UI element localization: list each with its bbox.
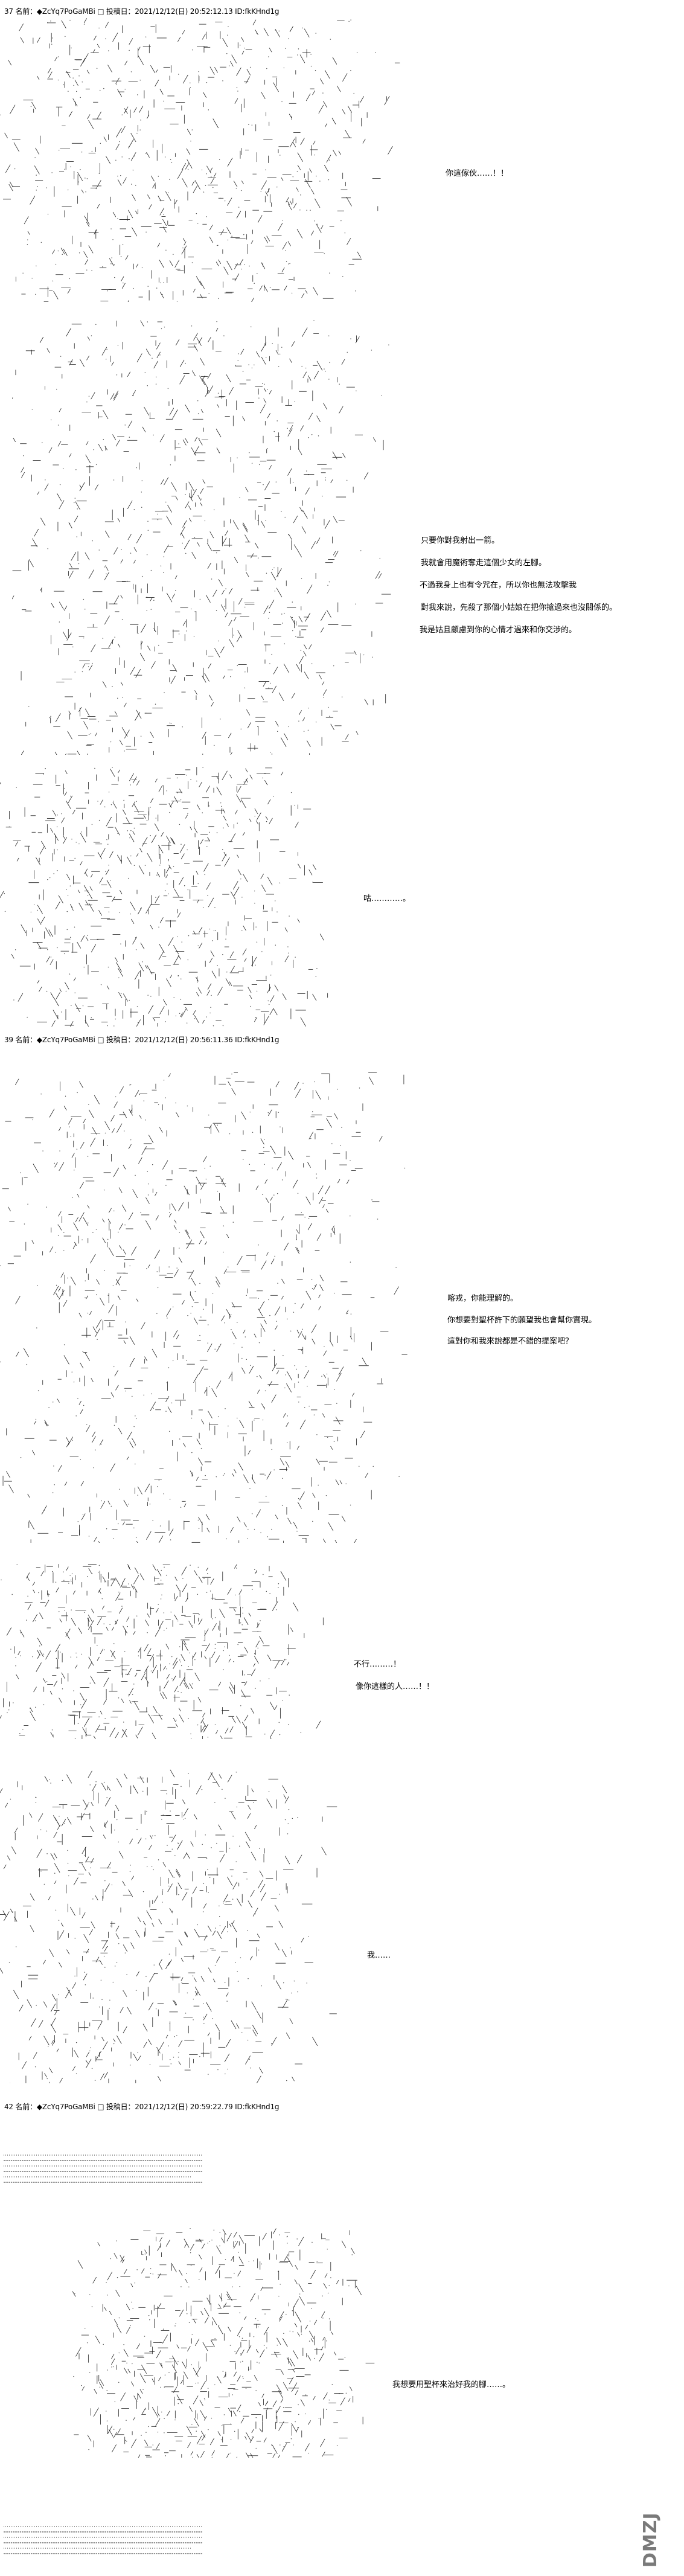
ascii-art-figure — [72, 2228, 375, 2458]
ascii-art-figure — [0, 18, 400, 302]
dialogue-line: 我就會用魔術奪走這個少女的左腳。 — [421, 559, 547, 568]
ascii-art-figure — [12, 320, 391, 755]
dmzj-watermark-logo: DMZJ — [640, 2512, 661, 2568]
dialogue-line: 我…… — [367, 1951, 391, 1960]
dialogue-line: 你這傢伙……！！ — [446, 169, 509, 178]
ascii-art-figure — [0, 1564, 324, 1739]
ascii-art-figure — [0, 1769, 337, 2083]
dialogue-line: 對我來說，先殺了那個小姑娘在把你搶過來也沒關係的。 — [421, 603, 618, 612]
dialogue-line: 喀戎，你能理解的。 — [447, 1294, 519, 1303]
dialogue-line: 只要你對我射出一箭。 — [421, 536, 500, 545]
dialogue-line: 不行………！ — [354, 1660, 401, 1669]
dialogue-line: 不過我身上也有令咒在，所以你也無法攻擊我 — [420, 581, 577, 590]
ascii-art-figure — [0, 1072, 408, 1543]
post-header-39: 39 名前：◆ZcYq7PoGaMBi □ 投稿日：2021/12/12(日) … — [4, 1036, 280, 1044]
dialogue-line: 你想要對聖杯許下的願望我也會幫你實現。 — [447, 1316, 597, 1325]
dotted-band-bottom — [4, 2526, 203, 2554]
post-header-37: 37 名前：◆ZcYq7PoGaMBi □ 投稿日：2021/12/12(日) … — [4, 7, 280, 16]
dialogue-line: 這對你和我來說都是不錯的提案吧？ — [447, 1337, 574, 1346]
dialogue-line: 咕…………。 — [363, 894, 411, 903]
dialogue-line: 像你這樣的人……！！ — [356, 1682, 435, 1691]
dialogue-line: 我是姑且顧慮到你的心情才過來和你交涉的。 — [420, 626, 577, 635]
dotted-band-top — [4, 2155, 203, 2183]
dialogue-line: 我想要用聖杯來治好我的腳……。 — [392, 2380, 511, 2389]
ascii-art-figure — [0, 767, 328, 1027]
post-header-42: 42 名前：◆ZcYq7PoGaMBi □ 投稿日：2021/12/12(日) … — [4, 2103, 280, 2111]
